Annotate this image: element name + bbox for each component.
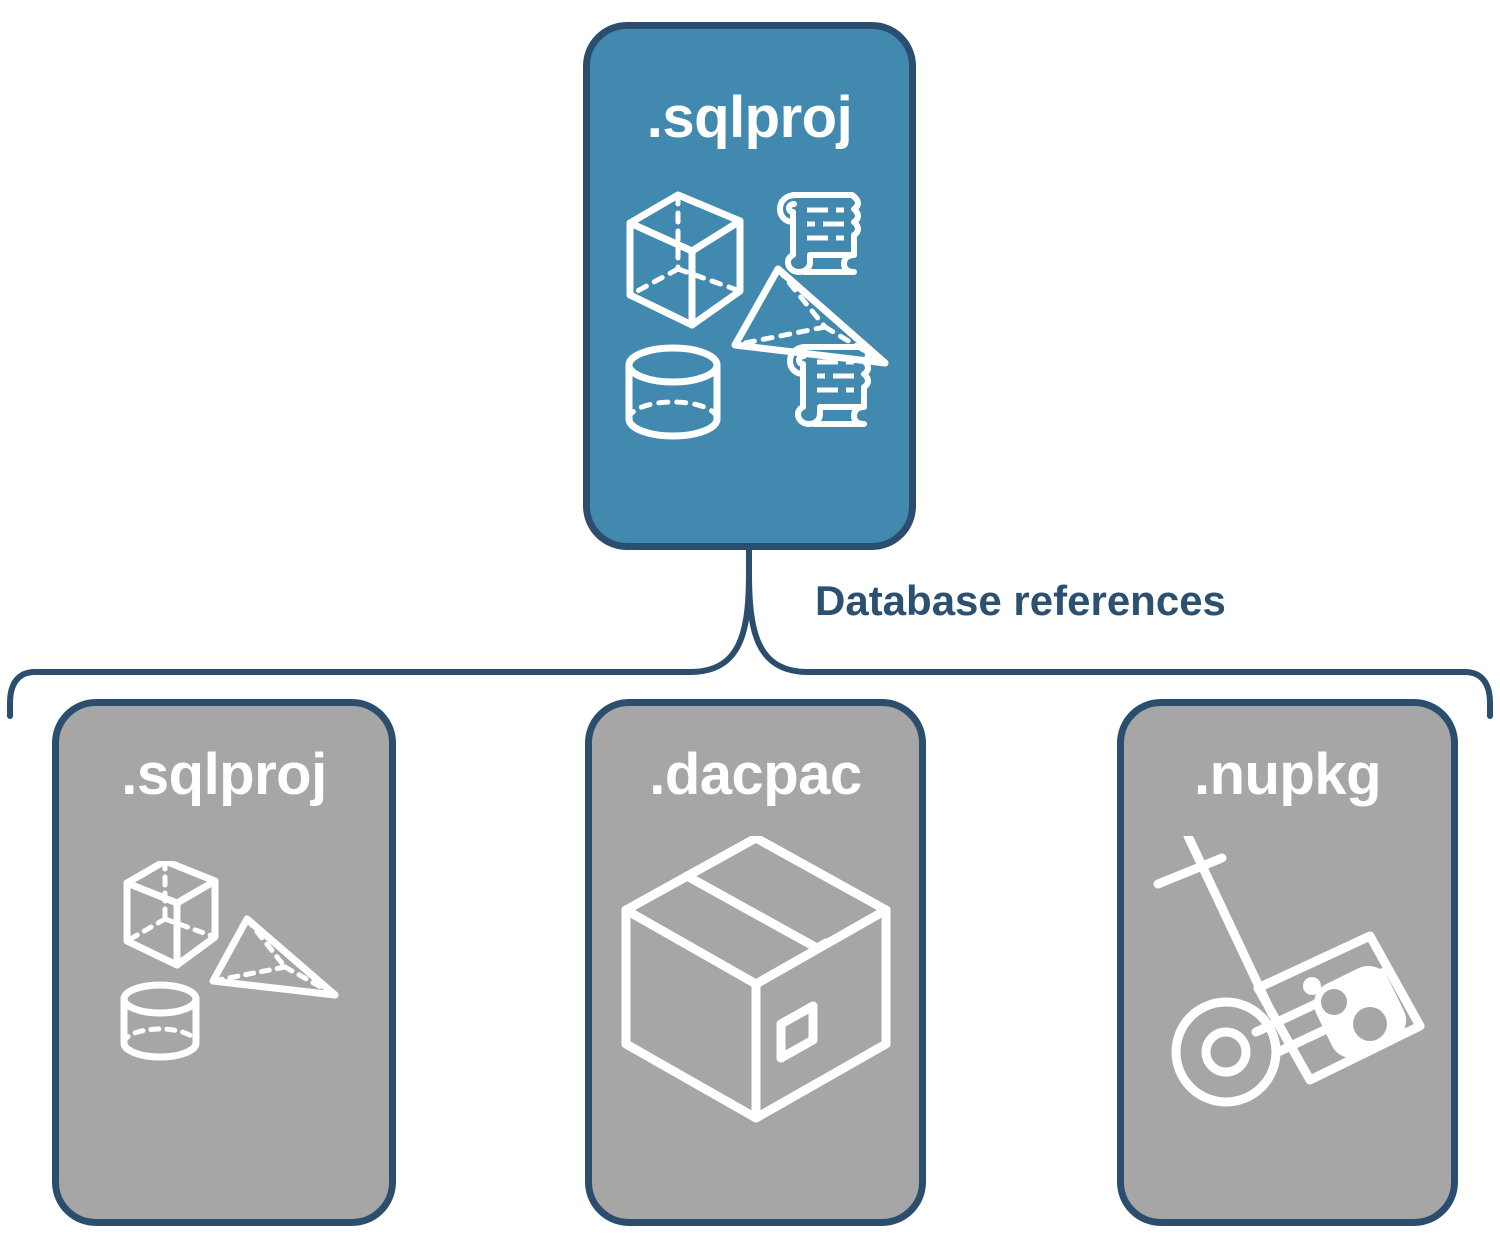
card-sqlproj-parent[interactable]: .sqlproj bbox=[583, 22, 916, 550]
sqlproj-icon-group bbox=[59, 861, 389, 1091]
card-title-sqlproj-parent: .sqlproj bbox=[646, 85, 853, 150]
sqlproj-icons-svg bbox=[120, 861, 339, 1061]
cube-icon bbox=[626, 191, 743, 329]
card-title-nupkg: .nupkg bbox=[1193, 742, 1382, 807]
card-title-sqlproj-child: .sqlproj bbox=[121, 742, 327, 807]
hand-truck-package-holes bbox=[1320, 989, 1387, 1041]
scroll-icon bbox=[786, 344, 871, 427]
dacpac-icon-group bbox=[592, 836, 919, 1126]
card-dacpac[interactable]: .dacpac bbox=[585, 699, 926, 1226]
pyramid-icon bbox=[209, 915, 339, 999]
card-nupkg[interactable]: .nupkg bbox=[1117, 699, 1458, 1226]
parent-icons-svg bbox=[625, 191, 888, 440]
cylinder-icon bbox=[625, 344, 720, 440]
card-sqlproj-child[interactable]: .sqlproj bbox=[52, 699, 396, 1226]
nupkg-icon-group bbox=[1124, 836, 1451, 1126]
hand-truck-svg bbox=[1153, 836, 1424, 1107]
database-references-label: Database references bbox=[815, 577, 1226, 624]
package-box-icon bbox=[621, 836, 890, 1123]
scroll-icon bbox=[776, 192, 861, 275]
card-title-dacpac: .dacpac bbox=[649, 742, 862, 807]
parent-icon-group bbox=[590, 177, 909, 447]
bracket-left-arm bbox=[7, 569, 752, 719]
cylinder-icon bbox=[120, 981, 200, 1061]
hand-truck-icon bbox=[1153, 836, 1424, 1107]
package-box-svg bbox=[621, 836, 890, 1123]
cube-icon bbox=[123, 861, 219, 969]
